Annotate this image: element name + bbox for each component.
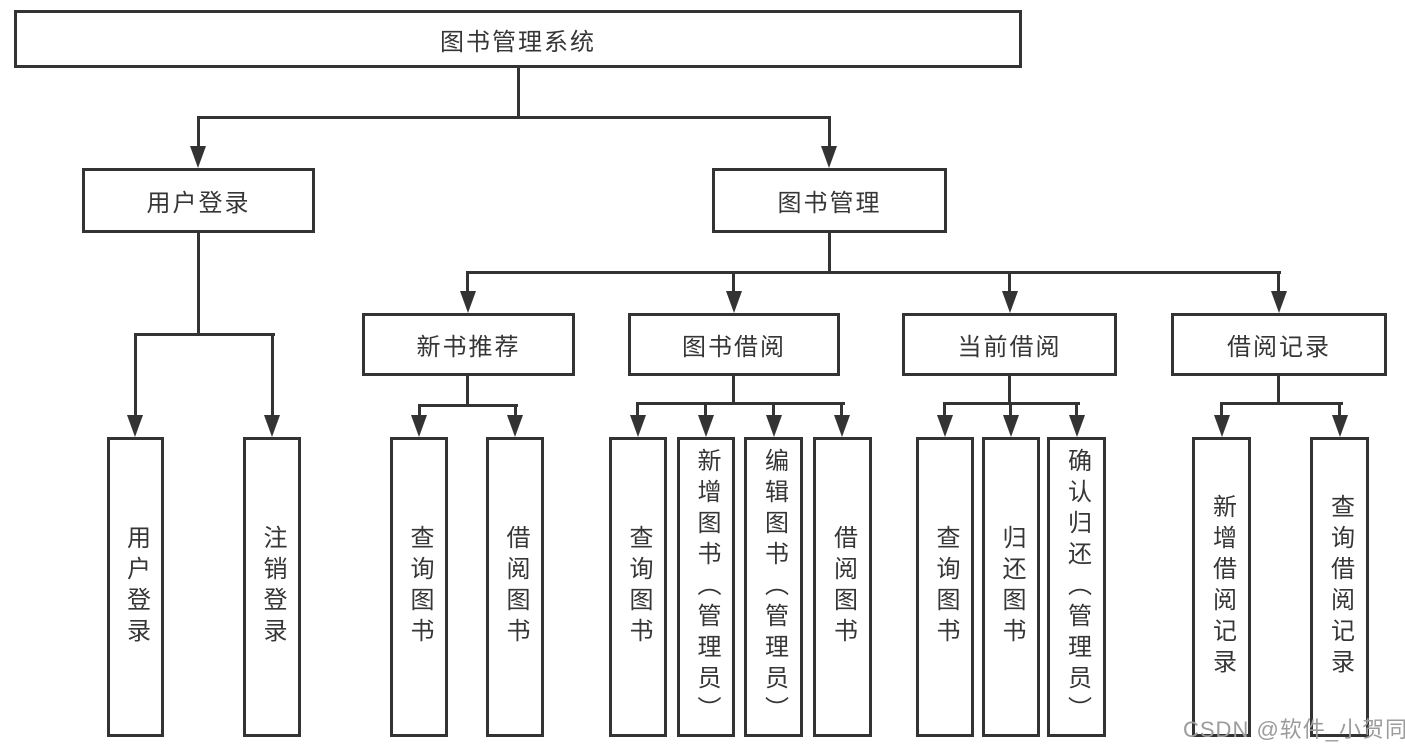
arrow-down-icon [127,415,143,437]
arrow-down-icon [1002,291,1018,313]
connector-line [466,376,469,407]
node-new-book-recommend: 新书推荐 [362,313,575,376]
leaf-return-book: 归还图书 [982,437,1040,737]
connector-line [828,116,831,150]
leaf-query-books-current: 查询图书 [916,437,974,737]
connector-line [197,233,200,336]
arrow-down-icon [698,415,714,437]
node-user-login: 用户登录 [82,168,315,233]
connector-line [517,68,520,118]
connector-line [197,116,831,119]
connector-line [636,402,845,405]
arrow-down-icon [726,291,742,313]
arrow-down-icon [834,415,850,437]
node-label: 查询借阅记录 [1326,494,1354,680]
connector-line [1277,376,1280,405]
node-borrow-records: 借阅记录 [1171,313,1387,376]
arrow-down-icon [264,415,280,437]
arrow-down-icon [1271,291,1287,313]
connector-line [1075,402,1078,417]
arrow-down-icon [937,415,953,437]
arrow-down-icon [1214,415,1230,437]
connector-line [466,271,469,293]
connector-line [840,402,843,417]
node-label: 借阅图书 [502,525,529,649]
node-label: 当前借阅 [957,334,1062,361]
connector-line [514,404,517,418]
watermark: CSDN @软件_小贺同学 [1183,717,1405,742]
node-label: 用户登录 [146,190,251,217]
node-label: 借阅图书 [829,525,857,649]
node-label: 图书管理系统 [440,28,596,56]
node-label: 查询图书 [406,525,433,649]
connector-line [418,404,421,418]
arrow-down-icon [630,415,646,437]
node-label: 注销登录 [259,525,286,649]
connector-line [828,233,831,274]
node-label: 图书借阅 [682,334,786,361]
node-label: 编辑图书（管理员） [760,447,788,727]
connector-line [271,333,274,417]
connector-line [1277,271,1280,293]
leaf-query-books-recommend: 查询图书 [390,437,448,737]
connector-line [418,404,518,407]
arrow-down-icon [1332,415,1348,437]
node-label: 用户登录 [122,525,150,649]
connector-line [772,402,775,417]
leaf-add-borrow-record: 新增借阅记录 [1192,437,1251,737]
connector-line [466,271,1281,274]
connector-line [732,271,735,293]
arrow-down-icon [411,415,427,437]
node-label: 新增图书（管理员） [693,447,720,727]
node-label: 查询图书 [625,525,652,649]
arrow-down-icon [1003,415,1019,437]
leaf-borrow-books: 借阅图书 [813,437,872,737]
connector-line [943,402,946,417]
connector-line [1220,402,1223,417]
leaf-user-login: 用户登录 [107,437,164,737]
connector-line [636,402,639,417]
connector-line [732,376,735,405]
connector-line [1220,402,1343,405]
leaf-edit-book-admin: 编辑图书（管理员） [744,437,803,737]
leaf-logout: 注销登录 [243,437,301,737]
arrow-down-icon [460,291,476,313]
node-book-borrow: 图书借阅 [628,313,840,376]
arrow-down-icon [1069,415,1085,437]
node-label: 图书管理 [777,190,882,217]
arrow-down-icon [190,146,206,168]
arrow-down-icon [821,146,837,168]
leaf-query-books-borrow: 查询图书 [609,437,667,737]
connector-line [704,402,707,417]
leaf-confirm-return-admin: 确认归还（管理员） [1047,437,1106,737]
connector-line [197,116,200,150]
node-label: 确认归还（管理员） [1063,447,1091,727]
node-book-management: 图书管理 [712,168,947,233]
arrow-down-icon [507,415,523,437]
arrow-down-icon [766,415,782,437]
leaf-add-book-admin: 新增图书（管理员） [677,437,735,737]
node-label: 查询图书 [932,525,959,649]
leaf-borrow-books-recommend: 借阅图书 [486,437,544,737]
leaf-query-borrow-record: 查询借阅记录 [1310,437,1369,737]
connector-line [1008,271,1011,293]
node-label: 新书推荐 [416,334,521,361]
node-label: 归还图书 [998,525,1025,649]
connector-line [134,333,137,417]
node-library-system: 图书管理系统 [14,10,1022,68]
connector-line [1338,402,1341,417]
connector-line [134,333,275,336]
node-current-borrow: 当前借阅 [902,313,1117,376]
connector-line [1009,402,1012,417]
node-label: 借阅记录 [1227,334,1331,361]
node-label: 新增借阅记录 [1208,494,1236,680]
connector-line [1008,376,1011,405]
